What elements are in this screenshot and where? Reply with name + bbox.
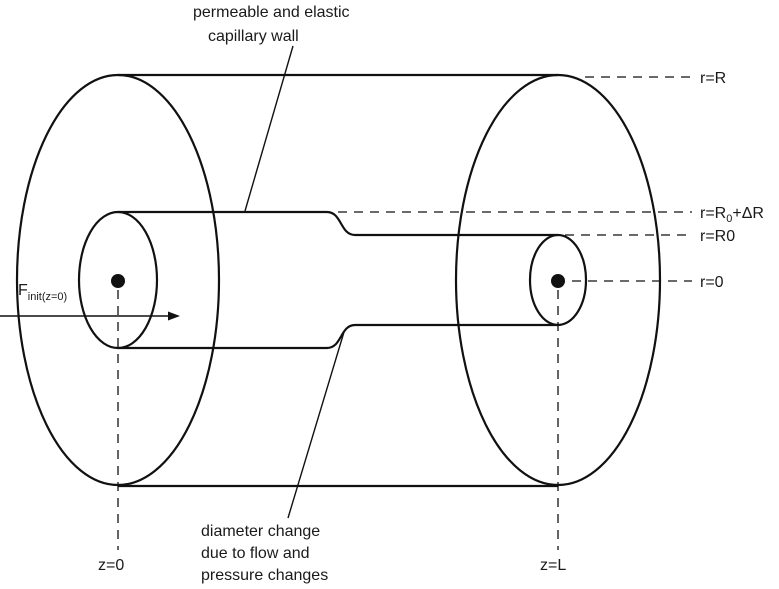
label-r-R0-plus-deltaR: r=R0+ΔR xyxy=(700,205,764,225)
center-point-left xyxy=(111,274,125,288)
flow-arrow xyxy=(0,311,180,321)
wall-label-line2: capillary wall xyxy=(208,28,299,45)
label-r-R0: r=R0 xyxy=(700,228,735,245)
inner-capillary xyxy=(77,210,588,350)
label-r-0: r=0 xyxy=(700,274,724,291)
label-f-init: Finit(z=0) xyxy=(18,282,67,303)
label-r-R0-plus-deltaR-suffix: +ΔR xyxy=(732,205,764,222)
label-z-0: z=0 xyxy=(98,557,124,574)
inner-capillary-bottom-wall xyxy=(118,323,558,350)
inner-capillary-top-wall xyxy=(118,210,558,237)
diameter-label-line2: due to flow and xyxy=(201,545,310,562)
label-r-R0-plus-deltaR-subscript: 0 xyxy=(726,213,732,225)
wall-leader-line xyxy=(244,45,294,212)
diameter-label-line3: pressure changes xyxy=(201,567,328,584)
diameter-label-line1: diameter change xyxy=(201,523,320,540)
wall-label-line1: permeable and elastic xyxy=(193,4,350,21)
label-z-L: z=L xyxy=(540,557,566,574)
reference-lines xyxy=(117,76,692,550)
diameter-leader-line xyxy=(287,331,345,519)
center-point-right xyxy=(551,274,565,288)
label-f-init-main: F xyxy=(18,282,28,299)
flow-arrow-head xyxy=(168,311,180,321)
label-r-R0-plus-deltaR-prefix: r=R xyxy=(700,205,726,222)
label-r-R: r=R xyxy=(700,70,726,87)
label-f-init-subscript: init(z=0) xyxy=(28,291,67,303)
